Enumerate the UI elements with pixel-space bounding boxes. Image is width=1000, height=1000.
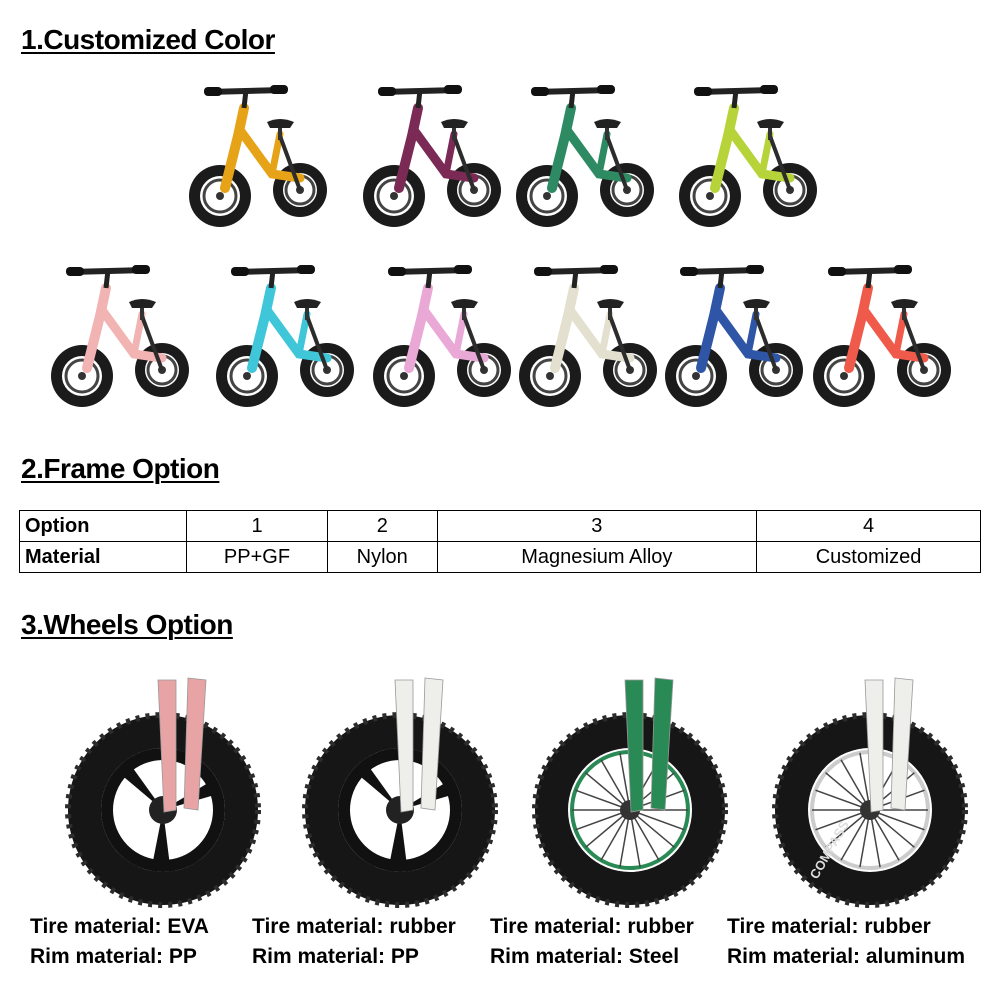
front-wheel [51,345,113,407]
balance-bike-image [188,78,328,253]
balance-bike-image [678,78,818,253]
front-wheel [679,165,741,227]
front-wheel [813,345,875,407]
rim-material-text: Rim material: aluminum [727,945,966,968]
handlebar [66,265,150,289]
balance-bike-image [215,258,355,433]
front-wheel [519,345,581,407]
table-cell: 1 [186,510,328,542]
table-cell: 4 [756,510,981,542]
bike-frame [394,103,479,193]
table-cell: 2 [327,510,438,542]
tire-material-text: Tire material: rubber [252,915,456,938]
bike-frame [547,103,632,193]
balance-bike-image [664,258,804,433]
bike-frame [550,283,635,373]
table-cell: Magnesium Alloy [436,541,758,573]
bike-frame [247,283,332,373]
handlebar [231,265,315,289]
table-header-material: Material [19,541,187,573]
table-cell: Customized [756,541,981,573]
tire-material-text: Tire material: EVA [30,915,209,938]
bike-frame [844,283,929,373]
bike-frame [404,283,489,373]
handlebar [388,265,472,289]
fork [157,677,207,813]
balance-bike-image [812,258,952,433]
rim-material-text: Rim material: PP [30,945,197,968]
front-wheel [363,165,425,227]
handlebar [680,265,764,289]
wheel-image [285,660,515,910]
tire-material-text: Tire material: rubber [727,915,931,938]
table-cell: 3 [436,510,758,542]
front-wheel [189,165,251,227]
balance-bike-image [50,258,190,433]
section-title-wheels-option: 3.Wheels Option [21,609,233,640]
table-row-option: Option 1 2 3 4 [19,510,981,542]
wheel-caption-4: Tire material: rubber Rim material: alum… [727,912,965,972]
balance-bike-image [372,258,512,433]
balance-bike-image [518,258,658,433]
bike-frame [220,103,305,193]
fork [864,677,914,813]
balance-bike-image [515,78,655,253]
front-wheel [516,165,578,227]
bike-frame [82,283,167,373]
handlebar [378,85,462,109]
wheel-caption-2: Tire material: rubber Rim material: PP [252,912,456,972]
handlebar [534,265,618,289]
rim-material-text: Rim material: PP [252,945,419,968]
front-wheel [665,345,727,407]
bike-frame [710,103,795,193]
wheel-image: COMPASS [755,660,985,910]
table-cell: Nylon [327,541,438,573]
handlebar [531,85,615,109]
table-header-option: Option [19,510,187,542]
bike-frame [696,283,781,373]
front-wheel [373,345,435,407]
wheel-caption-3: Tire material: rubber Rim material: Stee… [490,912,694,972]
wheel-image [515,660,745,910]
handlebar [204,85,288,109]
table-cell: PP+GF [186,541,328,573]
handlebar [828,265,912,289]
section-title-customized-color: 1.Customized Color [21,24,275,55]
tire-material-text: Tire material: rubber [490,915,694,938]
wheel-caption-1: Tire material: EVA Rim material: PP [30,912,209,972]
front-wheel [216,345,278,407]
handlebar [694,85,778,109]
rim-material-text: Rim material: Steel [490,945,680,968]
table-row-material: Material PP+GF Nylon Magnesium Alloy Cus… [19,541,981,573]
frame-option-table: Option 1 2 3 4 Material PP+GF Nylon Magn… [19,510,981,573]
fork [394,677,444,813]
fork [624,677,674,813]
balance-bike-image [362,78,502,253]
section-title-frame-option: 2.Frame Option [21,453,220,484]
wheel-image [48,660,278,910]
